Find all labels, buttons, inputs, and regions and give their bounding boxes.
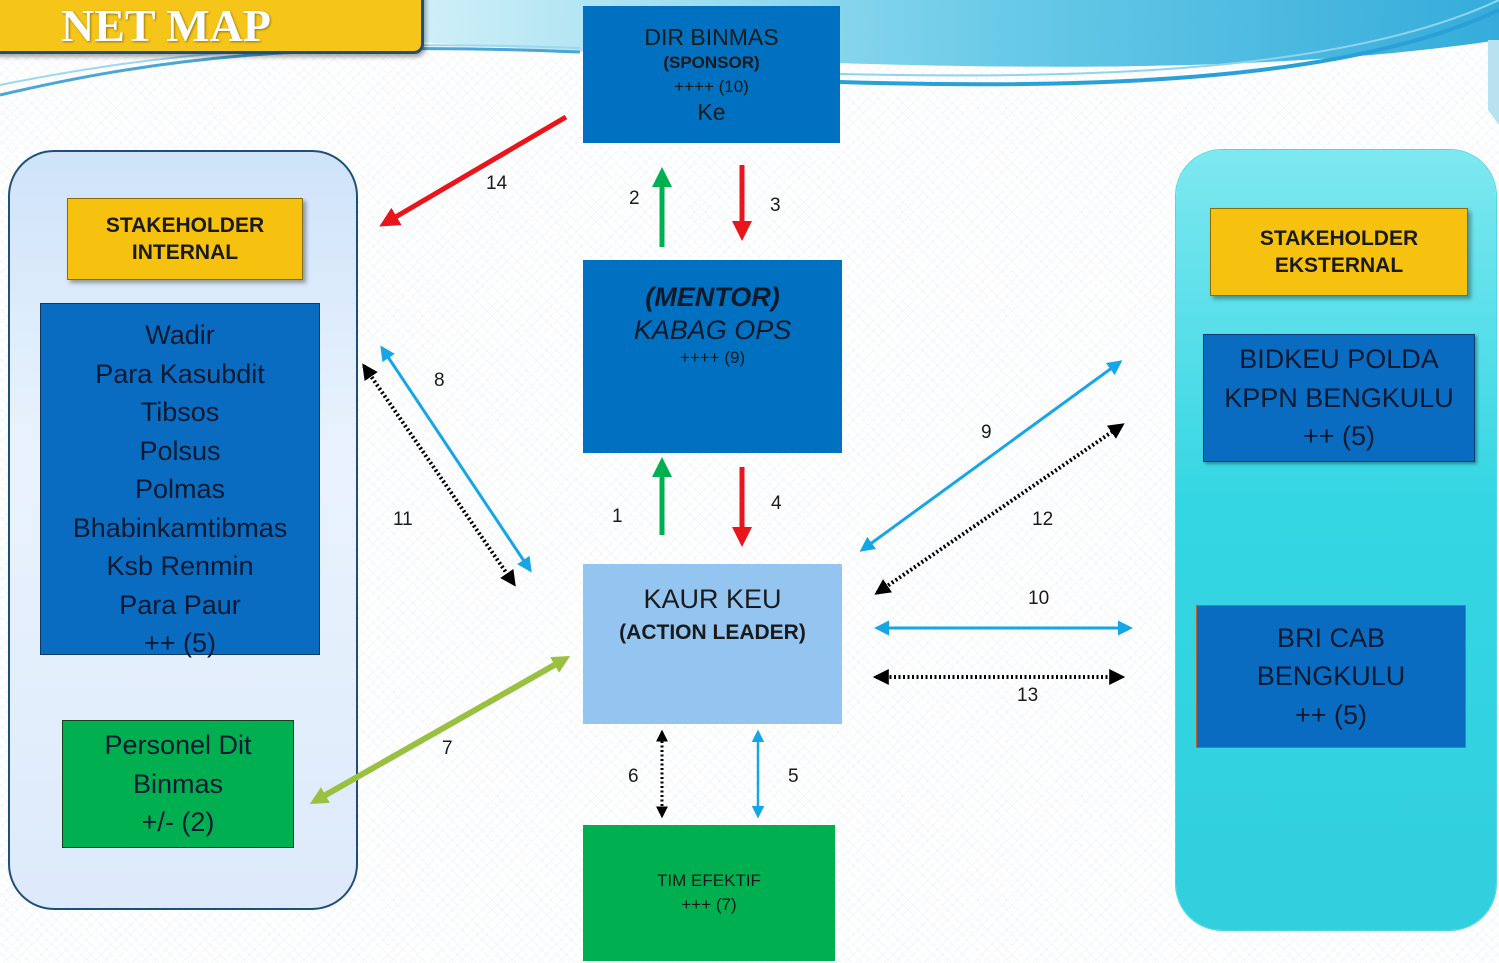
bri-cab-box: BRI CAB BENGKULU ++ (5) (1196, 605, 1466, 748)
mentor-score: ++++ (9) (679, 348, 746, 367)
bidkeu-kppn-box: BIDKEU POLDA KPPN BENGKULU ++ (5) (1203, 334, 1475, 462)
edge-label-12: 12 (1032, 509, 1054, 530)
member-item: Polmas (134, 474, 226, 504)
bri-line2: BENGKULU (1256, 661, 1406, 692)
action-leader-role: (ACTION LEADER) (619, 621, 806, 644)
sponsor-extra: Ke (697, 98, 726, 125)
edge-label-4: 4 (771, 493, 782, 514)
member-item: Wadir (145, 320, 215, 350)
sponsor-name: DIR BINMAS (644, 23, 779, 50)
edge-label-3: 3 (770, 195, 781, 216)
personel-dit-binmas-box: Personel Dit Binmas +/- (2) (62, 720, 294, 848)
personel-score: +/- (2) (141, 807, 215, 838)
title-banner: NET MAP (0, 0, 424, 54)
edge-label-8: 8 (434, 370, 445, 391)
sponsor-role: (SPONSOR) (663, 52, 760, 72)
member-item: Para Kasubdit (95, 358, 265, 389)
page-title: NET MAP (61, 0, 271, 51)
member-item: Tibsos (140, 397, 220, 427)
internal-label-line1: STAKEHOLDER (105, 213, 265, 237)
mentor-box: (MENTOR) KABAG OPS ++++ (9) (583, 260, 842, 453)
action-leader-name: KAUR KEU (643, 584, 782, 614)
edge-label-13: 13 (1017, 685, 1039, 706)
external-label-line2: EKSTERNAL (1274, 254, 1404, 277)
action-leader-box: KAUR KEU (ACTION LEADER) (583, 564, 842, 724)
personel-line2: Binmas (132, 768, 224, 799)
member-score: ++ (5) (143, 628, 217, 658)
tim-score: +++ (7) (681, 895, 737, 914)
internal-members-box: Wadir Para Kasubdit Tibsos Polsus Polmas… (40, 303, 320, 658)
edge-label-9: 9 (981, 422, 992, 443)
edge-label-7: 7 (442, 738, 453, 759)
edge-label-5: 5 (788, 766, 799, 787)
member-item: Polsus (139, 435, 221, 466)
edge-label-10: 10 (1028, 588, 1050, 609)
edge-label-14: 14 (486, 173, 508, 194)
edge-label-11: 11 (393, 509, 413, 530)
member-item: Ksb Renmin (106, 551, 254, 581)
sponsor-score: ++++ (10) (674, 76, 749, 96)
edge-label-1: 1 (612, 506, 623, 527)
mentor-name: KABAG OPS (633, 315, 792, 345)
edge-label-6: 6 (628, 766, 639, 787)
sponsor-box: DIR BINMAS (SPONSOR) ++++ (10) Ke (583, 6, 840, 143)
member-item: Bhabinkamtibmas (72, 512, 288, 543)
external-label-line1: STAKEHOLDER (1259, 226, 1419, 250)
personel-line1: Personel Dit (104, 730, 252, 761)
member-item: Para Paur (119, 589, 241, 620)
external-stakeholder-label: STAKEHOLDER EKSTERNAL (1210, 208, 1468, 296)
bidkeu-score: ++ (5) (1302, 421, 1376, 452)
mentor-role: (MENTOR) (645, 282, 780, 312)
tim-efektif-box: TIM EFEKTIF +++ (7) (583, 825, 835, 961)
bri-line1: BRI CAB (1276, 622, 1386, 653)
bidkeu-line1: BIDKEU POLDA (1239, 344, 1439, 375)
internal-label-line2: INTERNAL (131, 241, 239, 264)
edge-label-2: 2 (629, 188, 640, 209)
bri-score: ++ (5) (1294, 699, 1368, 730)
tim-name: TIM EFEKTIF (657, 871, 761, 890)
internal-stakeholder-label: STAKEHOLDER INTERNAL (67, 198, 303, 280)
bidkeu-line2: KPPN BENGKULU (1224, 382, 1454, 413)
